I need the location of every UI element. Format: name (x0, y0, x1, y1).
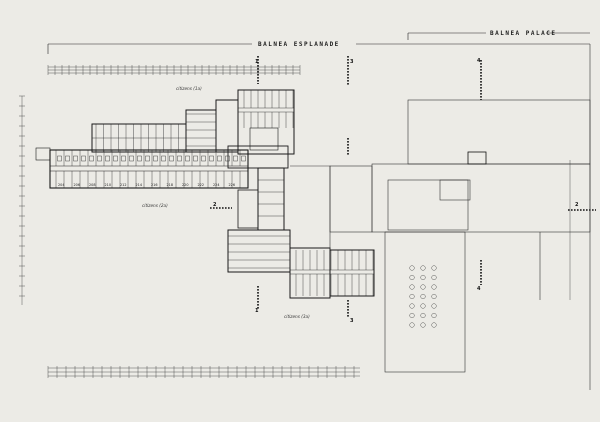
room-tag: 216 (151, 183, 157, 187)
west-wing (35, 147, 249, 189)
bath-fixture (145, 155, 150, 162)
bath-fixture (105, 155, 110, 162)
room-tag: 218 (167, 183, 173, 187)
column-dot (409, 303, 415, 309)
section-mark-4-bottom: 4 (477, 286, 481, 292)
column-dot (431, 284, 437, 290)
section-mark-1-bottom: 1 (255, 308, 259, 314)
section-mark-2-bottom: 2 (575, 202, 579, 208)
bath-fixture (153, 155, 158, 162)
column-dot (431, 265, 437, 271)
bath-fixture (81, 155, 86, 162)
column-dot (420, 303, 426, 309)
bath-fixture (97, 155, 102, 162)
bath-fixture (193, 155, 198, 162)
bath-fixture (169, 155, 174, 162)
room-tag: 208 (89, 183, 95, 187)
column-dot (420, 284, 426, 290)
room-tag: 206 (74, 183, 80, 187)
bath-fixture (225, 155, 230, 162)
section-mark-1-top: 1 (255, 59, 259, 65)
room-tag: 210 (105, 183, 111, 187)
bath-fixture (161, 155, 166, 162)
esplanade-title: BALNEA ESPLANADE (258, 41, 340, 48)
bath-fixture (233, 155, 238, 162)
bath-fixture (201, 155, 206, 162)
room-tag: 224 (213, 183, 219, 187)
column-dot (409, 275, 415, 281)
column-dot (409, 313, 415, 319)
column-dot (420, 265, 426, 271)
section-marks: 1 1 2 3 3 4 4 2 (213, 58, 579, 324)
bath-fixture (209, 155, 214, 162)
room-tag: 204 (58, 183, 64, 187)
bath-fixture (73, 155, 78, 162)
room-tag: 220 (182, 183, 188, 187)
room-tag: 222 (198, 183, 204, 187)
section-mark-2-top: 2 (213, 202, 217, 208)
column-dot (431, 303, 437, 309)
column-dot (409, 265, 415, 271)
room-tags: 204 206 208 210 212 214 216 218 220 222 224 226 (58, 183, 235, 187)
bath-fixture (57, 155, 62, 162)
column-dot (409, 322, 415, 328)
bath-fixture (121, 155, 126, 162)
bath-fixture (65, 155, 70, 162)
dimension-ticks (19, 65, 355, 378)
bath-fixture (129, 155, 134, 162)
bath-fixture (89, 155, 94, 162)
bath-fixture (241, 155, 246, 162)
north-wing (91, 89, 295, 169)
south-wing-rooms (228, 235, 374, 296)
bath-fixture (137, 155, 142, 162)
central-connector (237, 167, 285, 231)
room-tag: 212 (120, 183, 126, 187)
north-wing-rooms (95, 90, 294, 152)
column-dot (409, 294, 415, 300)
dimension-lines (21, 66, 571, 377)
west-wing-rooms (55, 150, 246, 188)
room-tag: 214 (136, 183, 142, 187)
column-dot (431, 313, 437, 319)
note-main-wing: citizens (2a) (142, 203, 168, 208)
column-dot (431, 294, 437, 300)
note-upper-wing: citizens (1a) (176, 86, 202, 91)
note-lower-wing: citizens (3a) (284, 314, 310, 319)
column-dot (420, 322, 426, 328)
section-cut-lines (210, 56, 596, 318)
bath-fixture (185, 155, 190, 162)
bath-fixture (177, 155, 182, 162)
room-tag: 226 (229, 183, 235, 187)
palace-heading: BALNEA PALACE (407, 30, 590, 40)
section-mark-3-top: 3 (350, 59, 354, 65)
bath-fixture (113, 155, 118, 162)
section-mark-4-top: 4 (477, 58, 481, 64)
bath-fixture (217, 155, 222, 162)
column-dot (420, 294, 426, 300)
column-dot (431, 322, 437, 328)
esplanade-heading: BALNEA ESPLANADE (47, 41, 590, 54)
palace-title: BALNEA PALACE (490, 30, 556, 37)
column-dots (409, 265, 437, 328)
column-dot (431, 275, 437, 281)
palace-outline (290, 44, 591, 390)
column-dot (420, 313, 426, 319)
column-dot (409, 284, 415, 290)
column-dot (420, 275, 426, 281)
section-mark-3-bottom: 3 (350, 318, 354, 324)
